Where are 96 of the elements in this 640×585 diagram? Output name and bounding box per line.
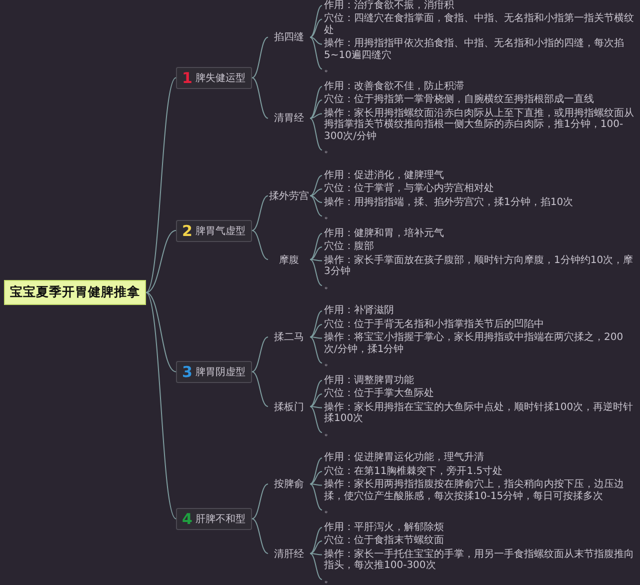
branch-line: [146, 230, 176, 293]
detail-text: 操作：家长手掌面放在孩子腹部，顺时针方向摩腹，1分钟约10次，摩3分钟: [322, 254, 636, 278]
detail-text: 穴位：在第11胸椎棘突下，旁开1.5寸处: [322, 466, 636, 478]
detail-text: 穴位：位于掌背，与掌心内劳宫相对处: [322, 183, 636, 195]
branch-line: [310, 540, 322, 554]
number-marker: 4: [182, 510, 192, 528]
detail-text: 操作：家长用拇指螺纹面沿赤白肉际从上至下直推，或用拇指螺纹面从拇指掌指关节横纹推向指根一侧大鱼际的赤白肉际，推1分钟，100-300次/分钟: [322, 108, 636, 142]
branch-line: [310, 118, 322, 150]
branch-line: [310, 484, 322, 510]
branch-line: [310, 195, 322, 216]
branch-line: [310, 188, 322, 196]
topic-label: 脾胃阴虚型: [195, 366, 246, 379]
branch-line: [310, 246, 322, 260]
detail-text: 穴位：位于食指末节螺纹面: [322, 535, 636, 547]
branch-line: [310, 195, 322, 203]
detail-text: 。: [322, 357, 636, 369]
branch-line: [252, 336, 268, 372]
detail-text: 作用：促进消化，健脾理气: [322, 170, 636, 182]
subtopic-label: 清胃经: [268, 111, 310, 126]
detail-text: 操作：家长用两拇指指腹按在脾俞穴上，指尖稍向内按下压，边压边揉，使穴位产生酸胀感，每次按揉10-15分钟，每日可按揉多次: [322, 479, 636, 502]
branch-line: [310, 336, 322, 364]
branch-line: [310, 458, 322, 484]
subtopic-label: 清肝经: [268, 546, 310, 560]
branch-line: [310, 406, 322, 433]
topic-box: [176, 360, 252, 383]
branch-line: [310, 259, 322, 286]
branch-line: [252, 518, 268, 554]
detail-text: 作用：改善食欲不佳，防止积滞: [322, 80, 636, 92]
branch-line: [310, 336, 322, 339]
subtopic-label: 掐四缝: [268, 30, 310, 44]
detail-text: 作用：健脾和胃，培补元气: [322, 228, 636, 240]
branch-line: [252, 371, 268, 407]
branch-line: [310, 527, 322, 554]
topic-box: [176, 66, 252, 89]
branch-line: [310, 324, 322, 338]
branch-line: [310, 18, 322, 38]
branch-line: [310, 259, 322, 262]
detail-text: 操作：用拇指指甲依次掐食指、中指、无名指和小指的四缝，每次掐5~10遍四缝穴: [322, 38, 636, 62]
branch-line: [310, 553, 322, 556]
branch-line: [252, 77, 268, 119]
topic-label: 肝脾不和型: [195, 512, 246, 526]
branch-line: [310, 175, 322, 196]
detail-text: 操作：将宝宝小指握于掌心，家长用拇指或中指端在两穴揉之，200次/分钟，揉1分钟: [322, 332, 636, 356]
detail-text: 作用：平肝泻火，解郁除烦: [322, 522, 636, 534]
branch-line: [310, 100, 322, 119]
detail-text: 操作：家长一手托住宝宝的手掌，用另一手食指螺纹面从末节指腹推向指头，每次推100-300次: [322, 548, 636, 572]
branch-line: [252, 230, 268, 260]
branch-line: [310, 36, 322, 70]
subtopic-label: 按脾俞: [268, 477, 310, 491]
branch-line: [146, 292, 176, 520]
detail-text: 操作：家长用拇指在宝宝的大鱼际中点处，顺时针揉100次，再逆时针揉100次: [322, 402, 636, 425]
detail-text: 。: [322, 63, 636, 75]
branch-line: [252, 195, 268, 231]
branch-line: [310, 471, 322, 484]
detail-text: 。: [322, 144, 636, 156]
topic-label: 脾胃气虚型: [195, 224, 246, 238]
detail-text: 。: [322, 504, 636, 516]
number-marker: 3: [182, 362, 192, 381]
branch-line: [310, 310, 322, 338]
topic-box: [176, 220, 252, 242]
branch-line: [310, 380, 322, 407]
branch-line: [310, 36, 322, 45]
detail-text: 操作：用拇指指端，揉、掐外劳宫穴，揉1分钟，掐10次: [322, 196, 636, 208]
topic-box: [176, 508, 252, 530]
branch-line: [252, 36, 268, 78]
branch-line: [310, 406, 322, 408]
detail-text: 穴位：位于手背无名指和小指掌指关节后的凹陷中: [322, 318, 636, 330]
subtopic-label: 揉外劳宫: [268, 188, 310, 203]
detail-text: 。: [322, 280, 636, 292]
topic-box: 宝宝夏季开胃健脾推拿: [4, 280, 146, 305]
detail-text: 穴位：四缝穴在食指掌面，食指、中指、无名指和小指第一指关节横纹处: [322, 13, 636, 36]
detail-text: 。: [322, 426, 636, 438]
detail-text: 穴位：腹部: [322, 241, 636, 253]
number-marker: 1: [182, 68, 192, 87]
detail-text: 穴位：位于拇指第一掌骨桡侧，自腕横纹至拇指根部成一直线: [322, 94, 636, 106]
branch-line: [146, 292, 176, 372]
branch-line: [310, 113, 322, 119]
branch-line: [310, 484, 322, 486]
branch-line: [310, 553, 322, 580]
number-marker: 2: [182, 222, 192, 240]
detail-text: 作用：调整脾胃功能: [322, 374, 636, 386]
detail-text: 穴位：位于手掌大鱼际处: [322, 388, 636, 400]
branch-line: [146, 77, 176, 293]
branch-line: [310, 86, 322, 119]
detail-text: 作用：补肾滋阴: [322, 305, 636, 317]
subtopic-label: 揉二马: [268, 330, 310, 344]
detail-text: 。: [322, 574, 636, 585]
detail-text: 作用：促进脾胃运化功能，理气升清: [322, 452, 636, 464]
subtopic-label: 摩腹: [268, 252, 310, 266]
subtopic-label: 揉板门: [268, 400, 310, 414]
branch-line: [310, 394, 322, 407]
branch-line: [252, 484, 268, 520]
branch-line: [310, 5, 322, 38]
branch-line: [310, 233, 322, 260]
topic-label: 脾失健运型: [195, 72, 246, 85]
detail-text: 。: [322, 210, 636, 222]
